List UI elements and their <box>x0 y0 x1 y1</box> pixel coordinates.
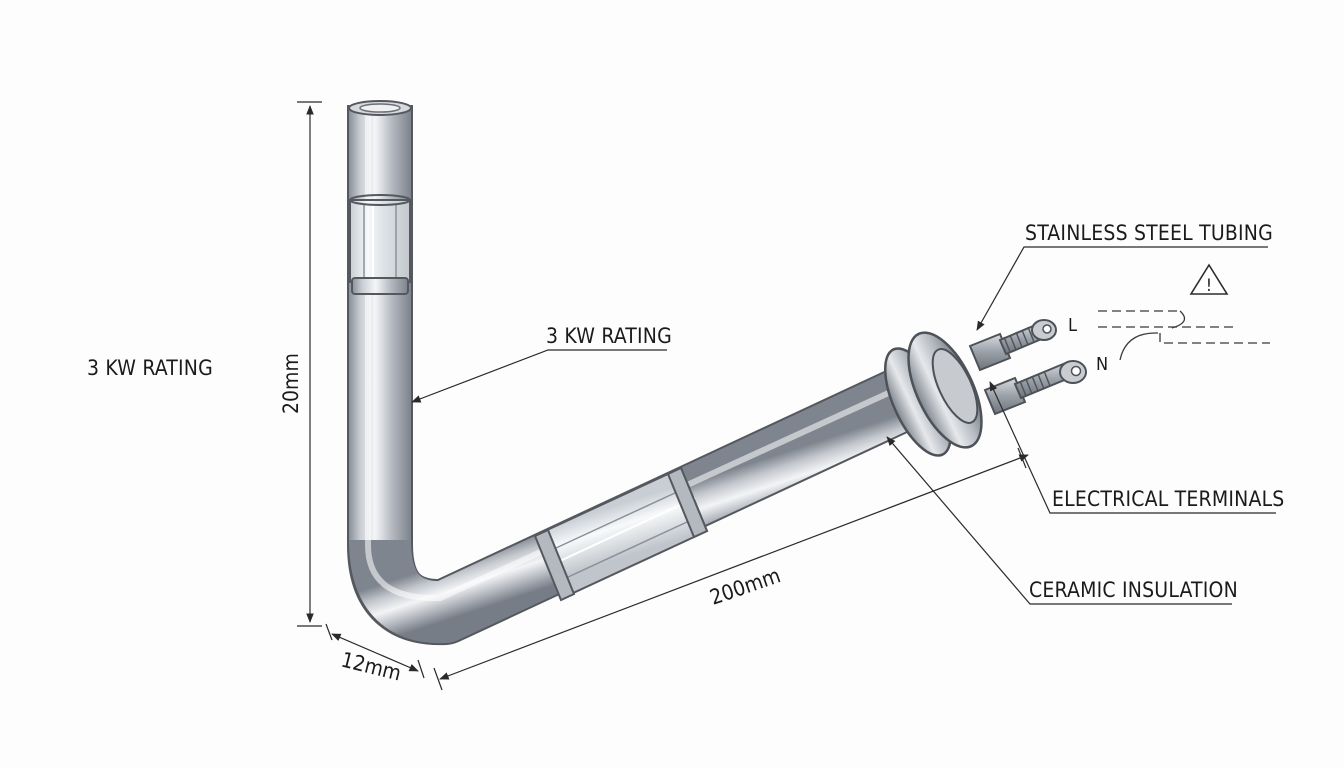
ceramic-insulation-window-vertical <box>349 194 411 295</box>
terminal-pin-neutral <box>983 360 1087 416</box>
dimension-length-label: 200mm <box>707 563 784 609</box>
terminal-flange <box>883 331 983 457</box>
terminal-pin-line <box>968 319 1057 372</box>
svg-text:!: ! <box>1206 276 1212 296</box>
ceramic-insulation-label: CERAMIC INSULATION <box>1029 578 1238 602</box>
electrical-terminals-label: ELECTRICAL TERMINALS <box>1052 487 1285 511</box>
warning-icon: ! <box>1189 263 1229 296</box>
wiring-lines <box>1098 310 1270 361</box>
terminal-label-neutral: N <box>1096 354 1108 375</box>
rating-label-left: 3 KW RATING <box>87 356 213 380</box>
dimension-length <box>433 447 1029 691</box>
dimension-height-label: 20mm <box>279 353 303 414</box>
dimension-diameter <box>325 623 425 679</box>
dimension-diameter-label: 12mm <box>339 648 404 686</box>
rating-label-pointer: 3 KW RATING <box>546 324 672 348</box>
dimension-height <box>297 101 322 627</box>
terminal-label-line: L <box>1068 315 1077 336</box>
ceramic-insulation-window-diagonal <box>533 466 709 602</box>
stainless-steel-label: STAINLESS STEEL TUBING <box>1025 221 1273 245</box>
